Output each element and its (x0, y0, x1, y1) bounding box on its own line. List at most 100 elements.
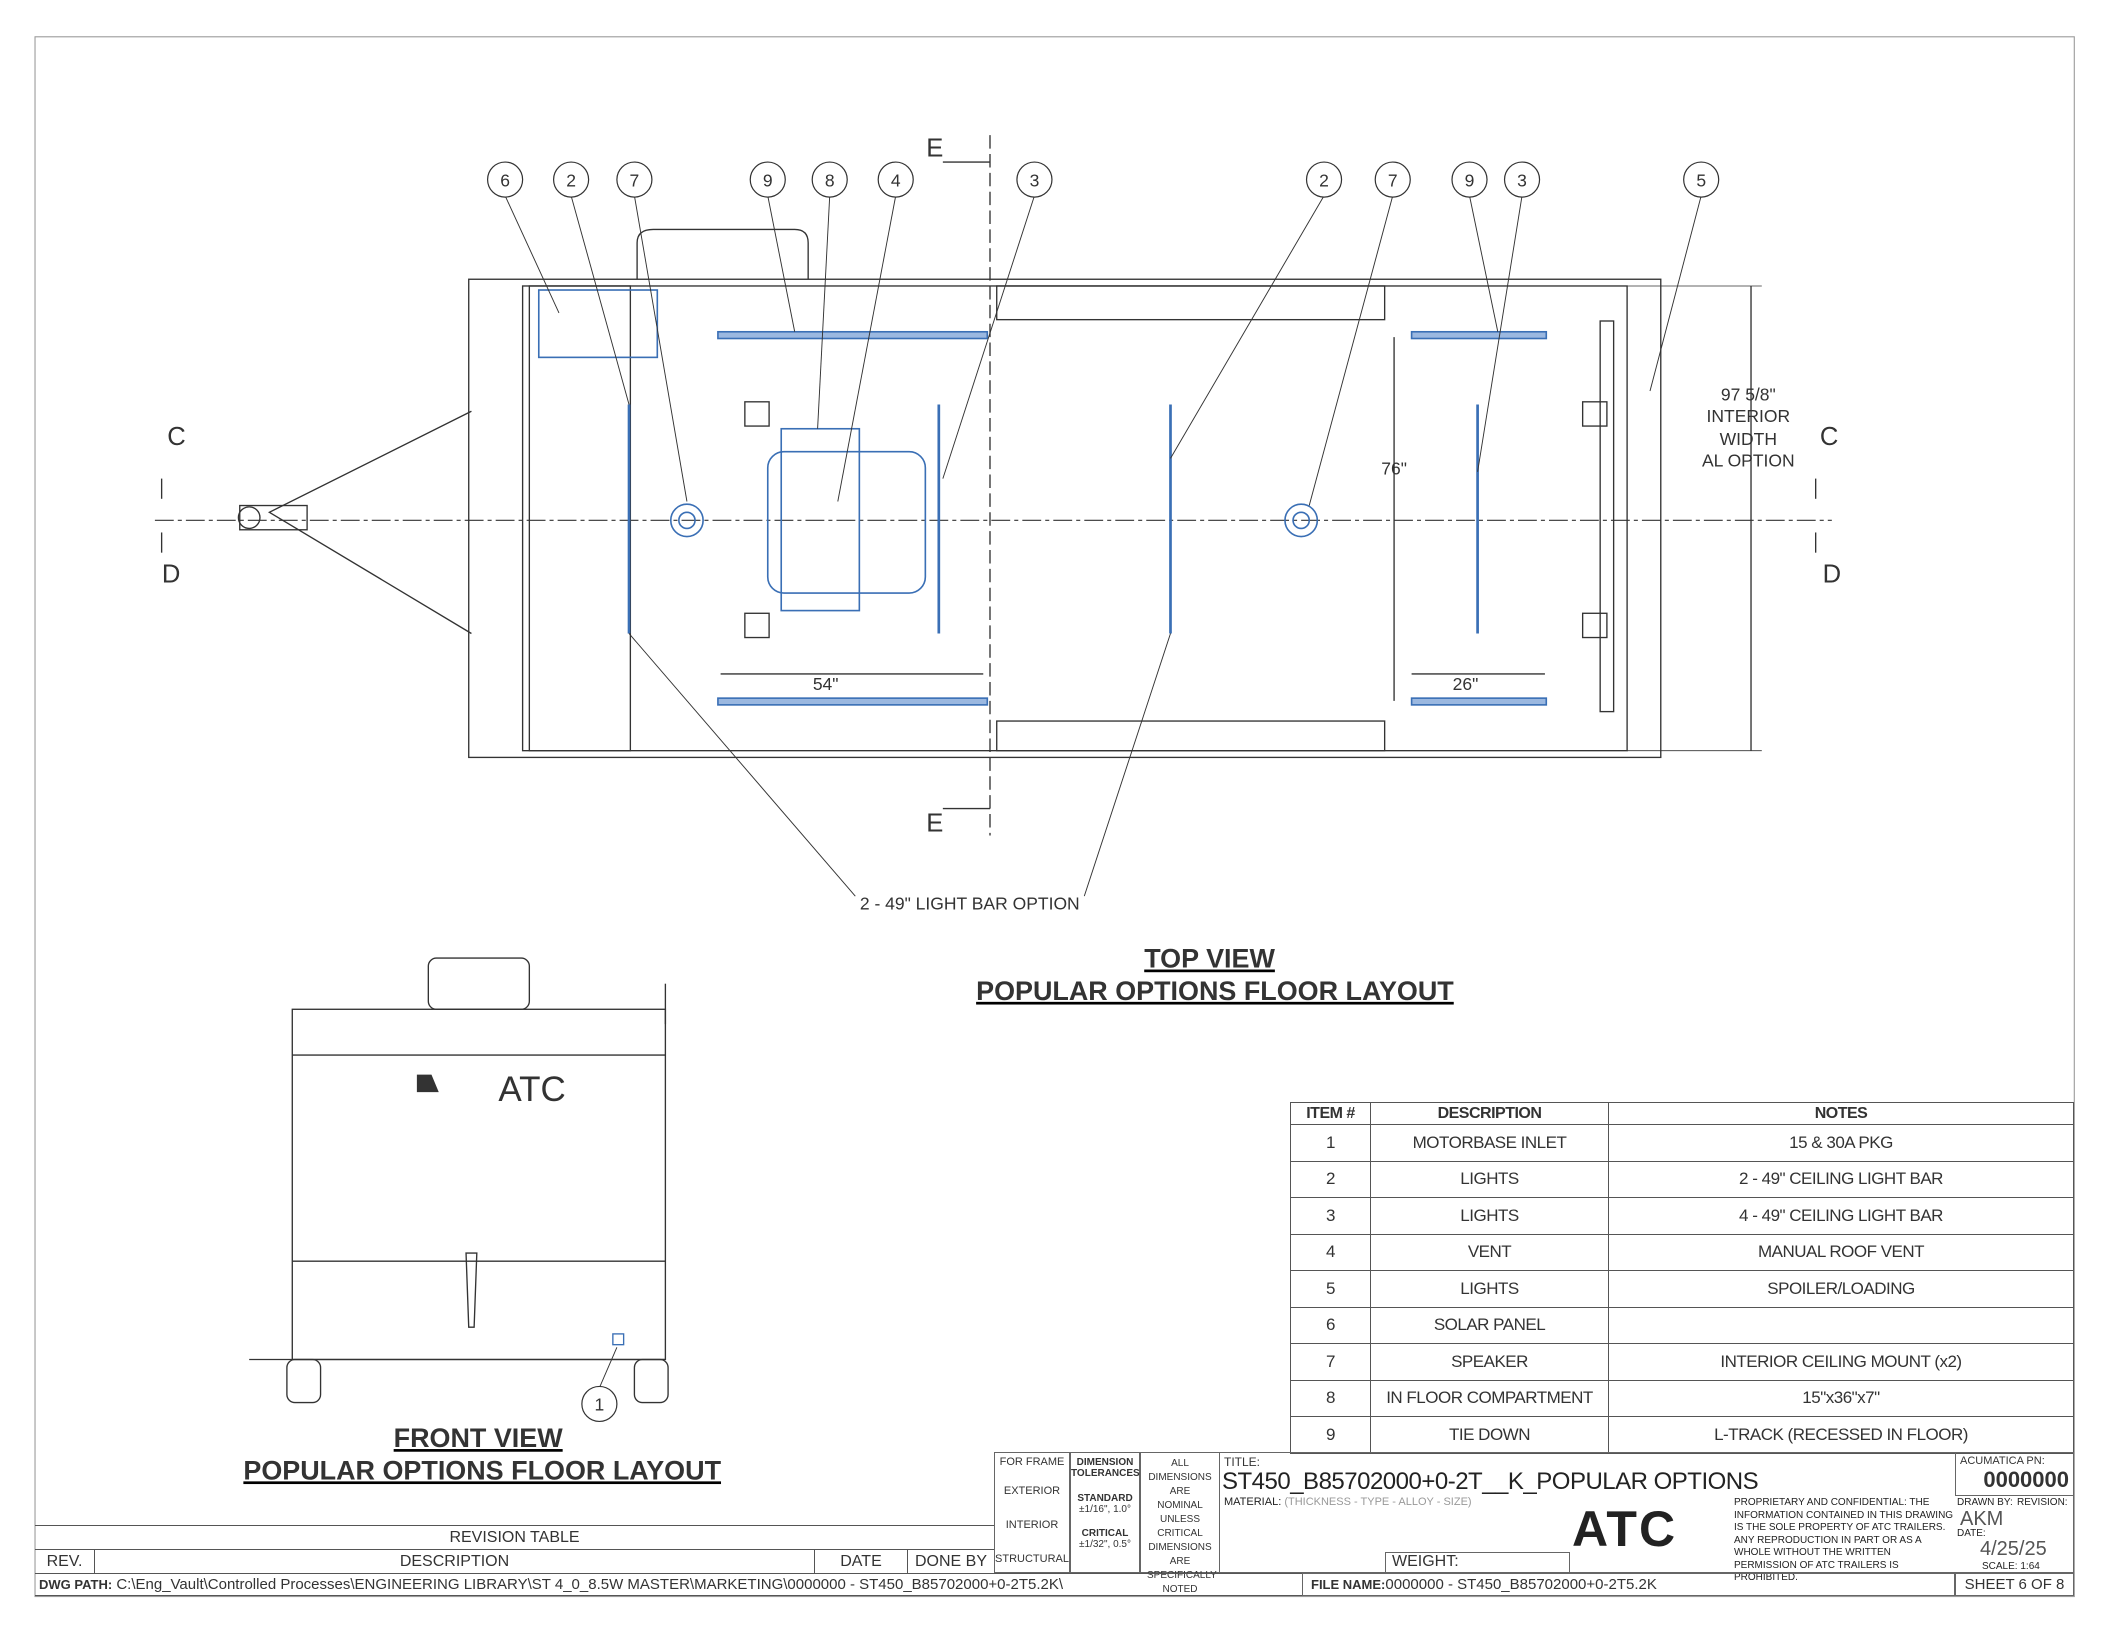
item-description: LIGHTS (1370, 1160, 1609, 1198)
critical-val: ±1/32", 0.5° (1079, 1539, 1131, 1550)
item-number: 1 (1290, 1124, 1371, 1162)
callout-4: 4 (891, 170, 901, 190)
top-view-drawing (154, 135, 1832, 836)
sheet-border (34, 36, 2075, 1598)
callout-3: 3 (1030, 170, 1040, 190)
top-view-title: TOP VIEW (1144, 944, 1275, 974)
item-description: SOLAR PANEL (1370, 1306, 1609, 1344)
callout-7: 7 (630, 170, 640, 190)
item-description: LIGHTS (1370, 1270, 1609, 1308)
item-notes: 15"x36"x7" (1608, 1379, 2074, 1417)
dimension-labels: 97 5/8" INTERIOR WIDTH AL OPTION 76" 54"… (162, 135, 1841, 914)
section-e: E (926, 135, 943, 163)
rev-description-col: DESCRIPTION (95, 1549, 815, 1573)
dwg-path-row: DWG PATH: C:\Eng_Vault\Controlled Proces… (35, 1573, 1302, 1596)
dim-tol: DIMENSION TOLERANCES (1071, 1457, 1140, 1479)
item-number: 9 (1290, 1416, 1371, 1454)
section-e: E (926, 809, 943, 837)
width-dim: INTERIOR (1707, 406, 1791, 426)
item-number: 2 (1290, 1160, 1371, 1198)
front-view-drawing (249, 957, 669, 1404)
light-bar-note: 2 - 49" LIGHT BAR OPTION (860, 894, 1080, 914)
pn-label: ACUMATICA PN: (1960, 1455, 2045, 1467)
callout-balloons: 6 2 7 9 8 4 3 2 7 9 3 5 1 (486, 161, 1720, 1423)
rev-date-col: DATE (815, 1549, 908, 1573)
callout-7: 7 (1388, 170, 1398, 190)
pn-value: 0000000 (1983, 1467, 2069, 1492)
section-d: D (162, 560, 180, 588)
revision-label: REVISION: (2017, 1497, 2068, 1508)
standard: STANDARD (1077, 1493, 1133, 1504)
leader-lines (504, 195, 1702, 1388)
dim-26: 26" (1453, 674, 1479, 694)
interior: INTERIOR (1005, 1519, 1059, 1531)
item-number: 6 (1290, 1306, 1371, 1344)
file-name: 0000000 - ST450_B85702000+0-2T5.2K (1385, 1576, 1657, 1593)
item-notes: INTERIOR CEILING MOUNT (x2) (1608, 1343, 2074, 1381)
rev-done-by-col: DONE BY (908, 1549, 994, 1573)
front-atc-logo: ATC (498, 1070, 565, 1109)
callout-1: 1 (595, 1395, 605, 1415)
callout-9: 9 (1465, 170, 1475, 190)
revision-table-title: REVISION TABLE (35, 1525, 994, 1549)
option-highlights (537, 289, 1548, 706)
material-value: (THICKNESS - TYPE - ALLOY - SIZE) (1284, 1496, 1472, 1508)
item-description: SPEAKER (1370, 1343, 1609, 1381)
section-c: C (1820, 423, 1838, 451)
material-label: MATERIAL: (1224, 1496, 1282, 1508)
exterior: EXTERIOR (1003, 1485, 1061, 1497)
section-d: D (1823, 560, 1841, 588)
for-frame: FOR FRAME (999, 1456, 1065, 1468)
item-notes: MANUAL ROOF VENT (1608, 1233, 2074, 1271)
callout-5: 5 (1696, 170, 1706, 190)
sheet-number: SHEET 6 OF 8 (1955, 1573, 2074, 1596)
pn-box: ACUMATICA PN: 0000000 (1955, 1452, 2074, 1496)
nominal-note: ALL DIMENSIONS ARE NOMINAL UNLESS CRITIC… (1140, 1452, 1220, 1595)
width-dim: AL OPTION (1702, 450, 1795, 470)
scale: SCALE: 1:64 (1982, 1561, 2040, 1572)
item-description: TIE DOWN (1370, 1416, 1609, 1454)
callout-8: 8 (825, 170, 835, 190)
item-notes: 15 & 30A PKG (1608, 1124, 2074, 1162)
item-description: IN FLOOR COMPARTMENT (1370, 1379, 1609, 1417)
date-value: 4/25/25 (1980, 1538, 2047, 1560)
dwg-path: C:\Eng_Vault\Controlled Processes\ENGINE… (116, 1576, 1064, 1593)
weight-label: WEIGHT: (1385, 1552, 1570, 1573)
item-notes: 4 - 49" CEILING LIGHT BAR (1608, 1197, 2074, 1235)
file-name-label: FILE NAME: (1311, 1577, 1386, 1592)
width-dim: WIDTH (1720, 429, 1777, 449)
width-dim: 97 5/8" (1721, 384, 1776, 404)
item-notes: L-TRACK (RECESSED IN FLOOR) (1608, 1416, 2074, 1454)
section-c: C (167, 423, 185, 451)
item-number: 7 (1290, 1343, 1371, 1381)
item-notes: 2 - 49" CEILING LIGHT BAR (1608, 1160, 2074, 1198)
item-notes: SPOILER/LOADING (1608, 1270, 2074, 1308)
title-label: TITLE: (1224, 1455, 1261, 1469)
item-description: VENT (1370, 1233, 1609, 1271)
date-label: DATE: (1957, 1528, 1986, 1539)
item-number: 5 (1290, 1270, 1371, 1308)
item-number: 4 (1290, 1233, 1371, 1271)
standard-val: ±1/16", 1.0° (1079, 1504, 1131, 1515)
drawn-by-label: DRAWN BY: (1957, 1497, 2013, 1508)
dim-54: 54" (813, 674, 839, 694)
top-view-subtitle: POPULAR OPTIONS FLOOR LAYOUT (976, 976, 1454, 1006)
front-view-subtitle: POPULAR OPTIONS FLOOR LAYOUT (243, 1455, 721, 1485)
item-notes (1608, 1306, 2074, 1344)
dwg-path-label: DWG PATH: (39, 1577, 113, 1592)
structural: STRUCTURAL (995, 1553, 1069, 1565)
file-name-row: FILE NAME:0000000 - ST450_B85702000+0-2T… (1302, 1573, 1955, 1596)
frame-legend: FOR FRAME EXTERIOR INTERIOR STRUCTURAL (994, 1452, 1070, 1573)
critical: CRITICAL (1081, 1528, 1129, 1539)
